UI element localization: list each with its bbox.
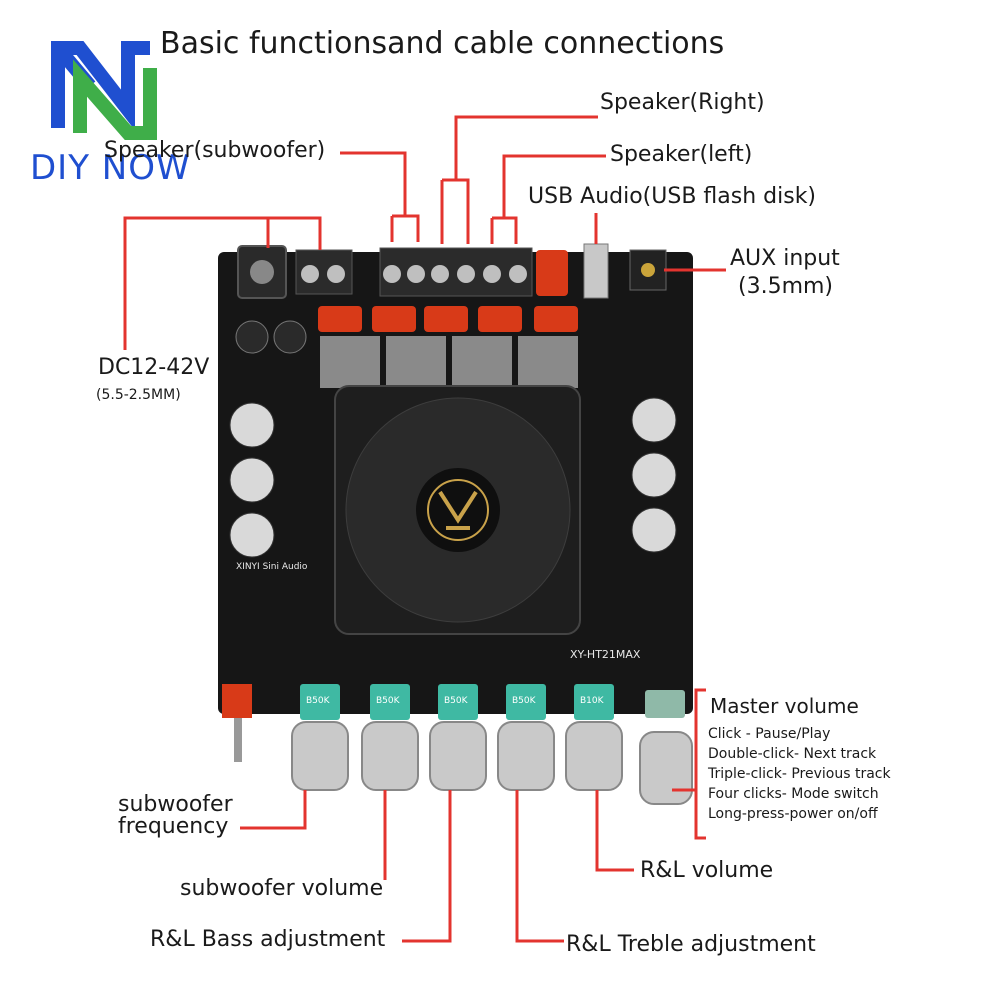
electrolytic-capacitors — [229, 320, 677, 558]
master-function-3: Triple-click- Previous track — [708, 766, 891, 782]
label-speaker-subwoofer: Speaker(subwoofer) — [104, 138, 326, 163]
label-rl-volume: R&L volume — [640, 858, 774, 883]
film-capacitors — [318, 250, 578, 332]
pot-label-4: B50K — [512, 696, 536, 706]
label-usb-audio: USB Audio(USB flash disk) — [528, 184, 817, 209]
diy-now-logo — [50, 28, 160, 153]
label-rl-bass: R&L Bass adjustment — [150, 927, 386, 952]
board-model: XY-HT21MAX — [570, 648, 641, 661]
label-speaker-left: Speaker(left) — [610, 142, 753, 167]
pot-label-1: B50K — [306, 696, 330, 706]
knobs — [291, 721, 693, 805]
label-subwoofer-volume: subwoofer volume — [180, 876, 384, 901]
label-master-volume: Master volume — [710, 694, 859, 718]
master-function-2: Double-click- Next track — [708, 746, 877, 762]
potentiometers — [300, 684, 685, 720]
label-aux-size: (3.5mm) — [738, 274, 834, 299]
logo-mark-icon — [51, 41, 157, 140]
master-function-5: Long-press-power on/off — [708, 806, 878, 822]
pot-label-3: B50K — [444, 696, 468, 706]
power-switch — [222, 684, 252, 718]
label-speaker-right: Speaker(Right) — [600, 90, 765, 115]
pot-label-5: B10K — [580, 696, 604, 706]
speaker-terminal-block — [379, 247, 533, 297]
label-subwoofer-frequency-2: frequency — [118, 814, 229, 839]
board-brand: XINYI Sini Audio — [236, 562, 308, 572]
label-rl-treble: R&L Treble adjustment — [566, 932, 816, 957]
brand-name: DIY NOW — [30, 148, 191, 188]
label-subwoofer-frequency-1: subwoofer — [118, 792, 233, 817]
page-title: Basic functionsand cable connections — [160, 26, 725, 61]
label-aux-input: AUX input — [730, 246, 840, 271]
cooling-fan — [334, 385, 581, 635]
subwoofer-terminal — [295, 249, 353, 295]
master-function-1: Click - Pause/Play — [708, 726, 831, 742]
pot-label-2: B50K — [376, 696, 400, 706]
label-dc-input: DC12-42V — [98, 355, 210, 380]
label-dc-size: (5.5-2.5MM) — [96, 387, 181, 403]
inductors — [320, 336, 578, 388]
master-function-4: Four clicks- Mode switch — [708, 786, 879, 802]
